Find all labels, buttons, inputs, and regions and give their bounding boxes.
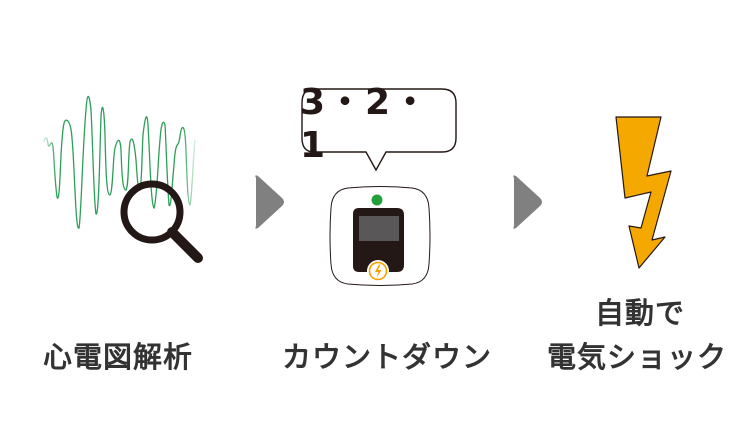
status-led [371, 194, 383, 206]
step-label-auto-shock-line2: 電気ショック [546, 340, 727, 374]
lightning-bolt-icon [615, 116, 672, 269]
aed-device-icon [328, 186, 432, 286]
step-ecg-analysis [30, 80, 220, 270]
step-label-countdown: カウントダウン [281, 340, 492, 374]
ecg-waveform-icon [43, 95, 196, 229]
magnifier-icon [120, 180, 203, 263]
triangle-right-icon [513, 175, 542, 229]
countdown-text: 3・2・1 [300, 81, 431, 166]
step-label-auto-shock-line1: 自動で [594, 296, 685, 330]
triangle-right-icon [255, 175, 284, 229]
step-label-ecg-analysis: 心電図解析 [42, 340, 193, 374]
countdown-speech-bubble: 3・2・1 [300, 81, 460, 182]
